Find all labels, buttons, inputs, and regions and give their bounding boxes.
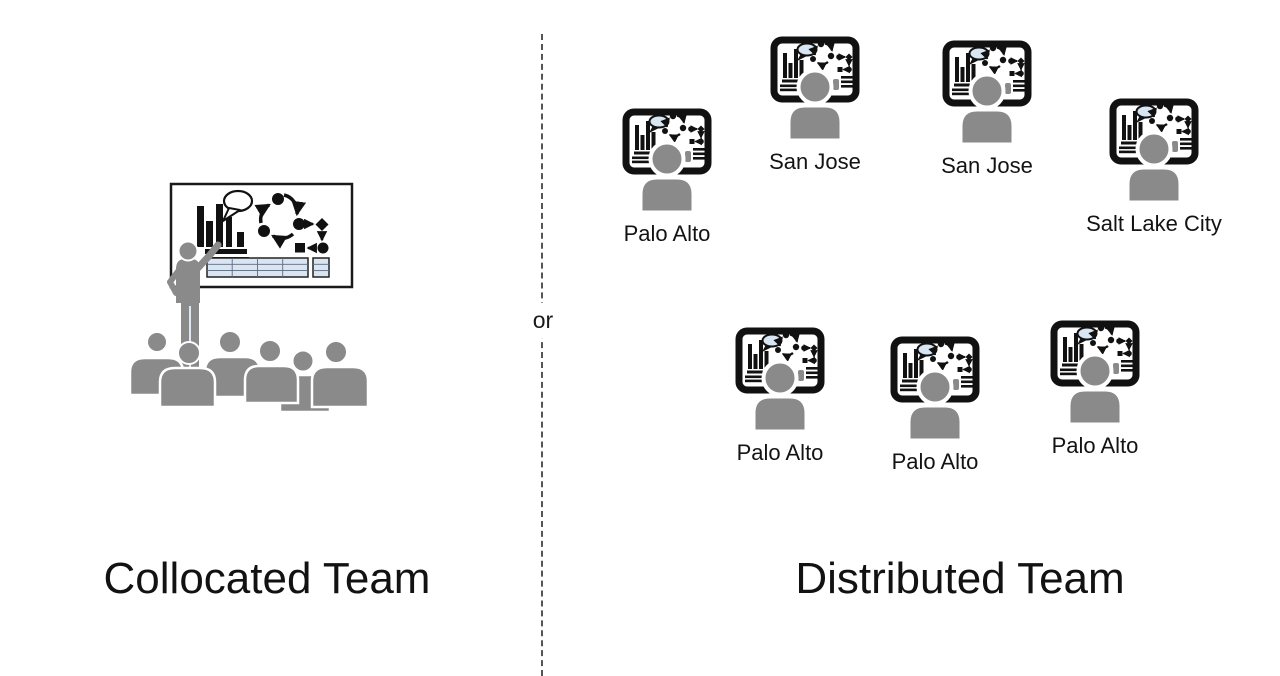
remote-member: Palo Alto [855,336,1015,475]
member-location-label: Palo Alto [623,221,711,246]
audience-member [310,340,370,409]
remote-member: San Jose [907,40,1067,179]
member-location-label: Palo Alto [1051,433,1139,458]
cycle-diagram-icon [254,193,307,249]
section-divider-dashed-line [541,34,543,676]
member-location-label: San Jose [769,149,861,174]
remote-member: Salt Lake City [1074,98,1234,237]
or-label: or [521,303,565,339]
tablet-person-icon [1094,98,1214,204]
whiteboard [169,182,354,289]
member-location-label: San Jose [941,153,1033,178]
collocated-scene-illustration [128,182,370,414]
member-location-label: Palo Alto [736,440,824,465]
distributed-team-title: Distributed Team [795,554,1125,603]
remote-member: Palo Alto [700,327,860,466]
tablet-person-icon [607,108,727,214]
remote-member: San Jose [735,36,895,175]
tablet-person-icon [720,327,840,433]
tablet-person-icon [927,40,1047,146]
remote-member: Palo Alto [587,108,747,247]
speech-bubble-icon [222,189,254,222]
collocated-team-title: Collocated Team [103,554,431,603]
audience-member [158,341,217,409]
audience-member [243,339,300,405]
tablet-person-icon [1035,320,1155,426]
tablet-person-icon [875,336,995,442]
flow-diagram-icon [295,218,329,254]
remote-member: Palo Alto [1015,320,1175,459]
member-location-label: Salt Lake City [1086,211,1222,236]
whiteboard-table [206,257,330,278]
audience-row [128,330,370,414]
tablet-person-icon [755,36,875,142]
member-location-label: Palo Alto [891,449,979,474]
